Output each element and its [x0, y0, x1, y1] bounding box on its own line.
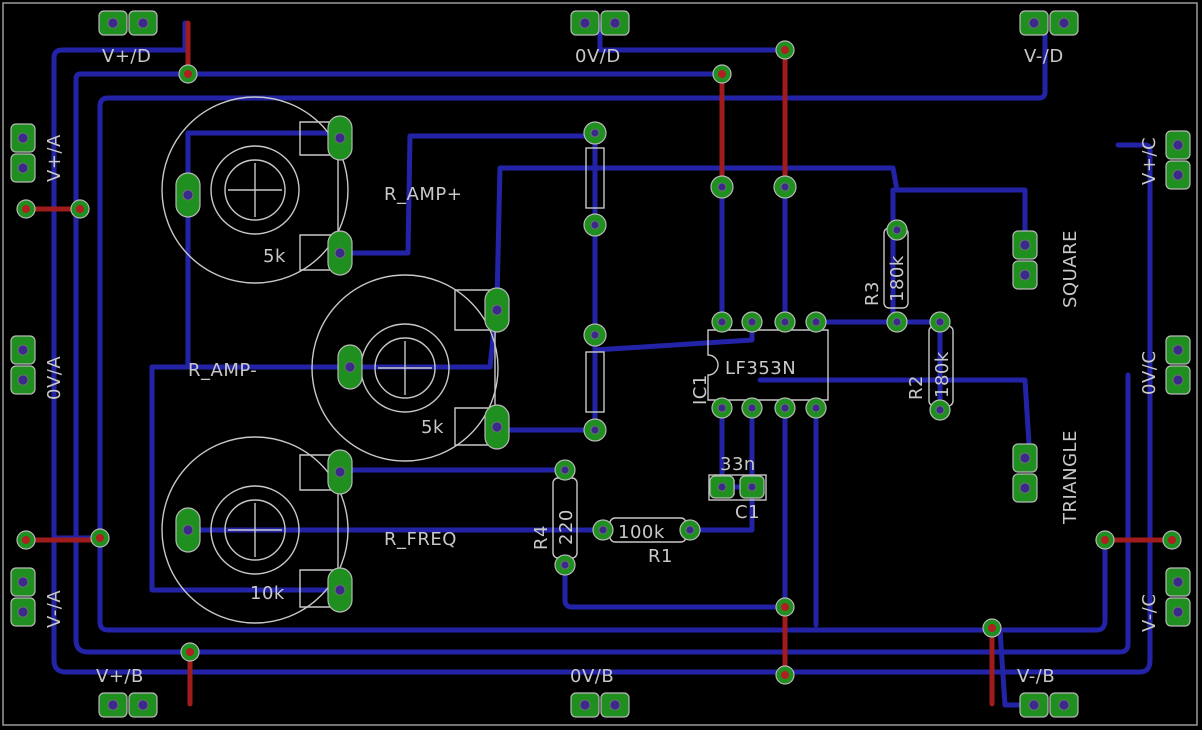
label-pot1-value: 5k — [263, 246, 286, 267]
label-v-plus-d: V+/D — [102, 46, 151, 67]
label-v-minus-c: V-/C — [1139, 594, 1160, 632]
label-r-amp-plus: R_AMP+ — [384, 184, 462, 205]
label-0v-b: 0V/B — [570, 666, 614, 687]
label-r-amp-minus: R_AMP- — [188, 360, 257, 381]
label-square: SQUARE — [1060, 230, 1081, 308]
label-r3-name: R3 — [862, 281, 883, 306]
label-v-minus-d: V-/D — [1024, 46, 1064, 67]
label-0v-a: 0V/A — [44, 356, 65, 400]
label-ic-name: IC1 — [690, 374, 711, 405]
label-r3-value: 180k — [887, 255, 908, 302]
label-pot2-value: 5k — [421, 417, 444, 438]
label-triangle: TRIANGLE — [1060, 430, 1081, 525]
label-r2-value: 180k — [932, 351, 953, 398]
label-pot3-value: 10k — [250, 583, 285, 604]
label-r4-name: R4 — [531, 525, 552, 550]
label-v-plus-a: V+/A — [44, 134, 65, 182]
top-copper-traces — [23, 20, 1175, 707]
label-v-plus-b: V+/B — [96, 666, 144, 687]
label-r1-name: R1 — [648, 546, 673, 567]
label-r1-value: 100k — [618, 522, 665, 543]
label-r4-value: 220 — [556, 509, 577, 545]
label-ic-value: LF353N — [725, 358, 796, 379]
pads — [10, 10, 1191, 718]
label-0v-c: 0V/C — [1139, 351, 1160, 395]
label-v-minus-a: V-/A — [44, 590, 65, 628]
label-v-plus-c: V+/C — [1139, 137, 1160, 185]
label-0v-d: 0V/D — [575, 46, 621, 67]
label-c1-value: 33n — [720, 454, 756, 475]
label-r2-name: R2 — [906, 375, 927, 400]
label-c1-name: C1 — [735, 502, 760, 523]
label-r-freq: R_FREQ — [384, 529, 457, 550]
label-v-minus-b: V-/B — [1017, 666, 1055, 687]
